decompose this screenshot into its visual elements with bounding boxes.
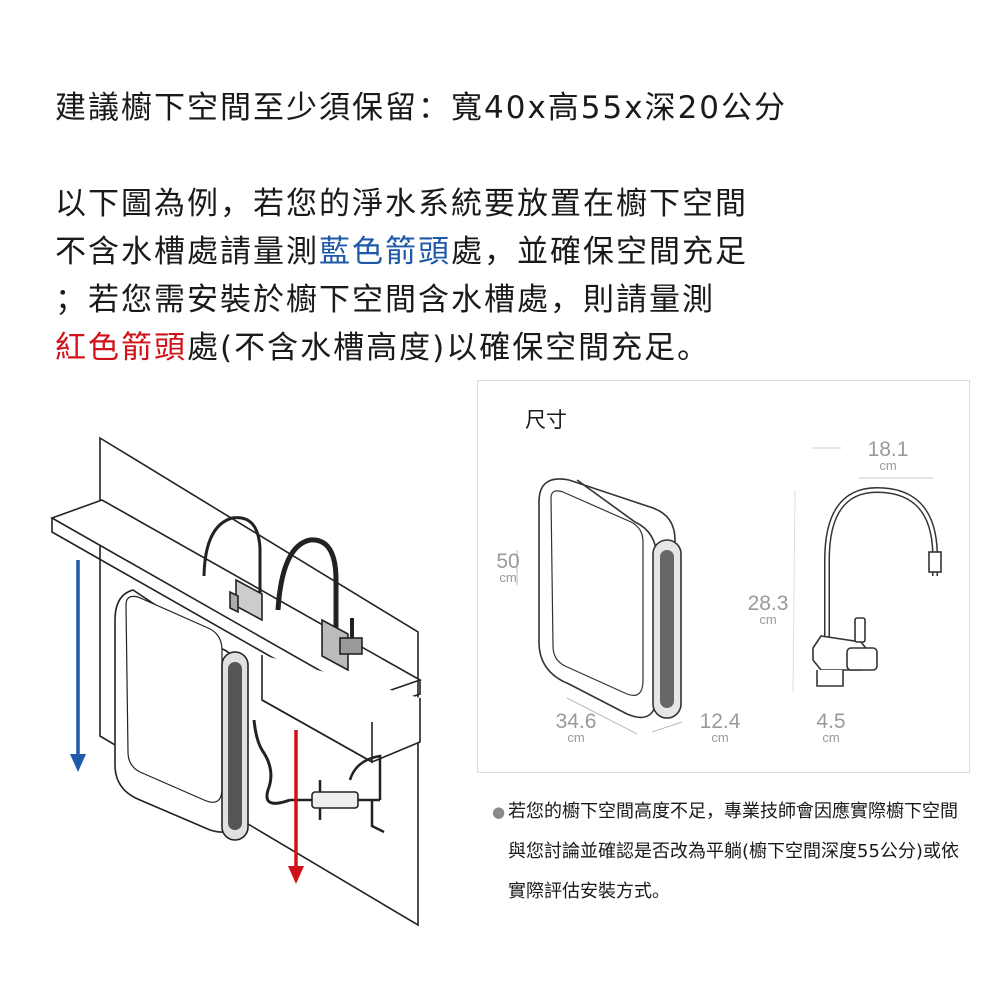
under-sink-illustration <box>50 436 422 927</box>
spec-title: 尺寸 <box>525 408 567 432</box>
instruction-line-4: 紅色箭頭處(不含水槽高度)以確保空間充足。 <box>55 330 711 366</box>
instruction-line-2: 不含水槽處請量測藍色箭頭處，並確保空間充足 <box>55 234 748 270</box>
spec-box <box>477 380 970 773</box>
installation-note: ● 若您的櫥下空間高度不足，專業技師會因應實際櫥下空間與您討論並確認是否改為平躺… <box>492 792 967 912</box>
blue-arrow-text: 藍色箭頭 <box>319 234 451 270</box>
red-arrow-text: 紅色箭頭 <box>55 330 187 366</box>
spec-illustration <box>516 447 942 735</box>
note-text: 若您的櫥下空間高度不足，專業技師會因應實際櫥下空間與您討論並確認是否改為平躺(櫥… <box>508 801 959 902</box>
instruction-line-3: ；若您需安裝於櫥下空間含水槽處，則請量測 <box>55 282 715 318</box>
bullet-icon: ● <box>492 803 506 821</box>
instruction-paragraph: 以下圖為例，若您的淨水系統要放置在櫥下空間 不含水槽處請量測藍色箭頭處，並確保空… <box>55 180 748 372</box>
headline: 建議櫥下空間至少須保留：寬40x高55x深20公分 <box>55 90 788 126</box>
instruction-line-1: 以下圖為例，若您的淨水系統要放置在櫥下空間 <box>55 186 748 222</box>
